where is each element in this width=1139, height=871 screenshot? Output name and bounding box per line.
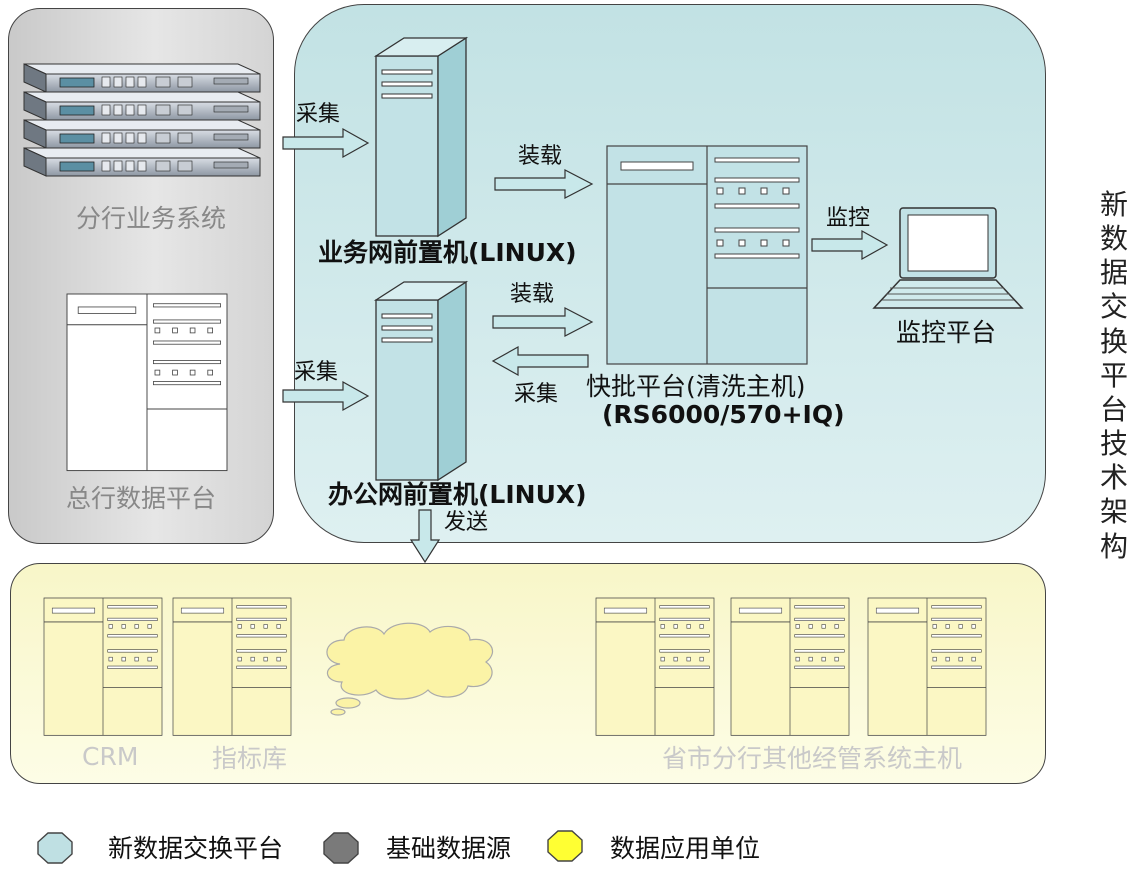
legend-app-label: 数据应用单位 bbox=[610, 834, 761, 863]
hq-data-platform-label: 总行数据平台 bbox=[66, 484, 217, 513]
office-frontend-label: 办公网前置机(LINUX) bbox=[328, 480, 587, 509]
monitor-platform-label: 监控平台 bbox=[896, 318, 997, 347]
legend-platform-icon bbox=[37, 832, 73, 864]
collect-back-label: 采集 bbox=[514, 382, 559, 407]
send-label: 发送 bbox=[444, 510, 489, 535]
batch-host-cabinet-icon bbox=[606, 145, 808, 365]
rack-server-stack-icon bbox=[23, 63, 261, 177]
business-frontend-label: 业务网前置机(LINUX) bbox=[318, 238, 577, 267]
collect-arrow-bottom bbox=[282, 380, 370, 412]
diagram-title: 新数据交换平台技术架构 bbox=[1099, 188, 1128, 563]
collect-bottom-label: 采集 bbox=[294, 360, 339, 385]
cloud-icon bbox=[326, 622, 493, 716]
load-bottom-label: 装载 bbox=[510, 282, 555, 307]
load-top-label: 装载 bbox=[518, 144, 563, 169]
indicator-db-label: 指标库 bbox=[212, 744, 288, 773]
branch-host-cabinet-icon bbox=[730, 597, 850, 736]
legend-source-label: 基础数据源 bbox=[386, 834, 512, 863]
branch-host-cabinet-icon bbox=[867, 597, 987, 736]
crm-label: CRM bbox=[82, 742, 139, 771]
indicator-db-cabinet-icon bbox=[172, 597, 292, 736]
batch-host-model-label: (RS6000/570+IQ) bbox=[602, 400, 845, 429]
monitor-label: 监控 bbox=[826, 206, 871, 231]
legend-app-icon bbox=[547, 830, 583, 862]
send-arrow bbox=[409, 509, 441, 564]
office-frontend-server-icon bbox=[375, 281, 467, 481]
other-branch-hosts-label: 省市分行其他经管系统主机 bbox=[662, 744, 963, 773]
hq-cabinet-icon bbox=[66, 293, 228, 472]
laptop-icon bbox=[872, 207, 1024, 309]
collect-arrow-top bbox=[282, 127, 370, 159]
legend-source-icon bbox=[323, 832, 359, 864]
batch-host-label: 快批平台(清洗主机) bbox=[586, 372, 806, 401]
branch-business-system-label: 分行业务系统 bbox=[76, 204, 227, 233]
collect-back-arrow bbox=[491, 345, 589, 377]
monitor-arrow bbox=[811, 229, 889, 261]
load-arrow-top bbox=[494, 169, 594, 199]
collect-top-label: 采集 bbox=[296, 102, 341, 127]
branch-host-cabinet-icon bbox=[595, 597, 715, 736]
crm-cabinet-icon bbox=[43, 597, 163, 736]
load-arrow-bottom bbox=[492, 307, 594, 337]
legend-platform-label: 新数据交换平台 bbox=[108, 834, 284, 863]
business-frontend-server-icon bbox=[375, 37, 467, 237]
